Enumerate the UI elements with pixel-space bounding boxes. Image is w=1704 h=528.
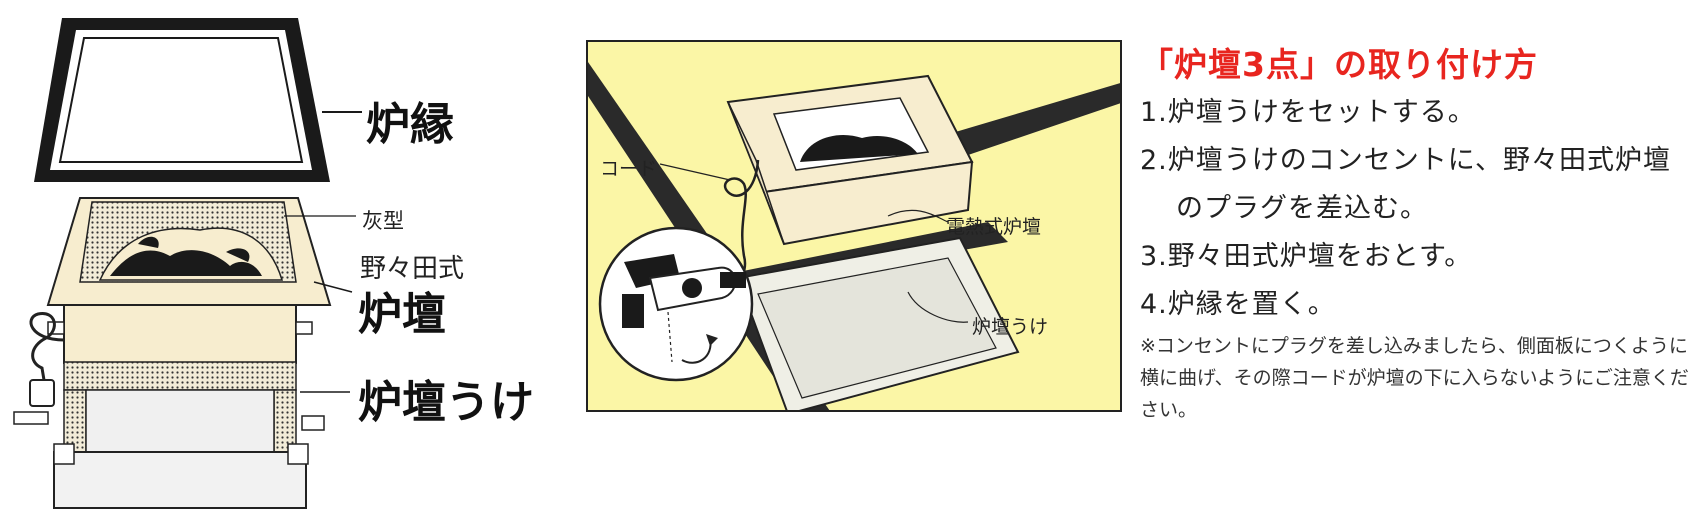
step-3: 3.野々田式炉壇をおとす。 [1140, 241, 1473, 272]
label-nonoda-shiki: 野々田式 [360, 254, 465, 284]
exploded-diagram: 炉縁 灰型 野々田式 炉壇 炉壇うけ [0, 0, 580, 524]
robuchi-frame [34, 18, 330, 182]
cord-and-plug [13, 312, 65, 425]
rodan-furnace [46, 197, 332, 364]
instructions: 「炉壇3点」の取り付け方 1.炉壇うけをセットする。 2.炉壇うけのコンセントに… [1140, 30, 1696, 500]
exploded-diagram-drawing [13, 18, 362, 509]
label-cord: コード [600, 158, 658, 180]
plug-closeup [598, 226, 754, 382]
step-2-continued: のプラグを差込む。 [1176, 193, 1428, 224]
label-rodan: 炉壇 [358, 289, 446, 340]
label-rodan-uke-panel: 炉壇うけ [972, 316, 1049, 338]
instructions-title: 「炉壇3点」の取り付け方 [1140, 45, 1538, 84]
label-robuchi: 炉縁 [366, 99, 454, 150]
label-rodan-uke: 炉壇うけ [358, 377, 534, 428]
label-haigata: 灰型 [362, 209, 404, 233]
caution-note: ※コンセントにプラグを差し込みましたら、側面板につくように横に曲げ、その際コード… [1140, 335, 1689, 421]
rodan-uke-receiver [53, 361, 325, 509]
installation-drawing [588, 62, 1120, 410]
step-2: 2.炉壇うけのコンセントに、野々田式炉壇 [1140, 145, 1671, 176]
step-1: 1.炉壇うけをセットする。 [1140, 97, 1476, 128]
step-4: 4.炉縁を置く。 [1140, 289, 1336, 320]
installation-illustration: コード 電熱式炉壇 炉壇うけ [586, 40, 1122, 412]
label-denne-rodan: 電熱式炉壇 [946, 216, 1042, 238]
